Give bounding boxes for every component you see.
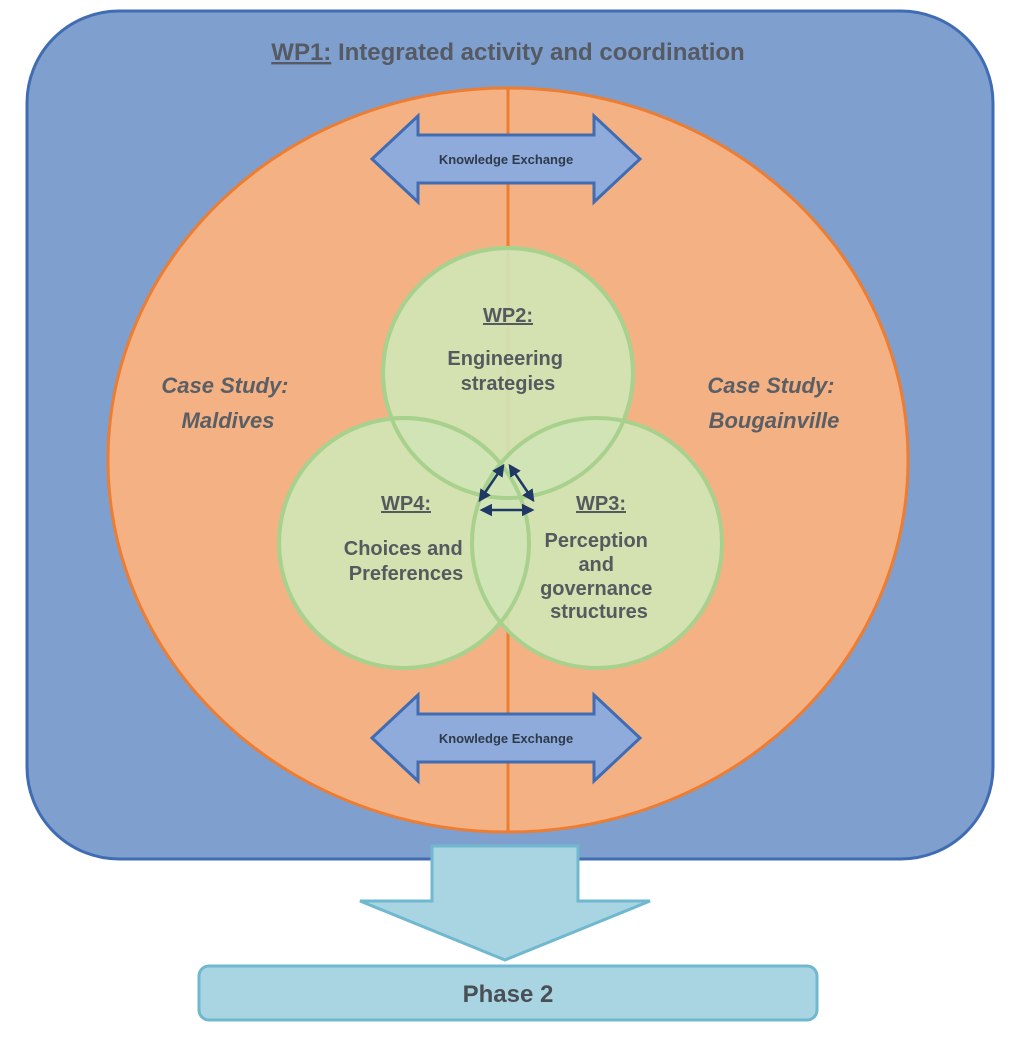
knowledge-exchange-top-label: Knowledge Exchange: [439, 152, 573, 167]
case-study-left-line2: Maldives: [182, 408, 275, 433]
wp3-heading: WP3:: [576, 493, 626, 515]
wp1-text: Integrated activity and coordination: [331, 39, 744, 66]
interaction-arrows: [478, 463, 535, 517]
wp2-heading: WP2:: [483, 305, 533, 327]
phase-2-box: [197, 964, 819, 1022]
wp3-line3: governance: [540, 578, 652, 600]
wp4-line2: Preferences: [349, 563, 464, 585]
wp3-description: Perception and governance structures: [540, 530, 658, 623]
arrow-wp2-wp4: [478, 463, 505, 503]
wp3-line4: structures: [550, 601, 648, 623]
case-study-right-line2: Bougainville: [709, 408, 840, 433]
wp4-line1: Choices and: [344, 538, 463, 560]
arrow-wp2-wp3: [508, 463, 535, 503]
wp3-line1: Perception: [545, 530, 648, 552]
case-study-bougainville: Case Study: Bougainville: [707, 373, 840, 433]
case-study-maldives: Case Study: Maldives: [161, 373, 294, 433]
wp4-circle-outline: [277, 416, 531, 670]
case-study-left-line1: Case Study:: [161, 373, 288, 398]
case-study-right-line1: Case Study:: [707, 373, 834, 398]
wp2-description: Engineering strategies: [447, 348, 568, 395]
knowledge-exchange-bottom-label: Knowledge Exchange: [439, 731, 573, 746]
phase-transition-arrow: [359, 844, 651, 962]
wp2-circle-outline: [381, 246, 635, 500]
wp2-line1: Engineering: [447, 348, 563, 370]
knowledge-exchange-arrow-bottom: [369, 691, 643, 785]
wp3-circle: [470, 416, 724, 670]
wp1-title: WP1: Integrated activity and coordinatio…: [271, 39, 744, 66]
phase-2-label: Phase 2: [463, 981, 554, 1008]
wp1-label: WP1:: [271, 39, 331, 66]
wp4-heading: WP4:: [381, 493, 431, 515]
wp4-description: Choices and Preferences: [344, 538, 468, 585]
knowledge-exchange-arrow-top: [369, 112, 643, 206]
wp2-line2: strategies: [461, 373, 556, 395]
wp3-line2: and: [578, 554, 614, 576]
